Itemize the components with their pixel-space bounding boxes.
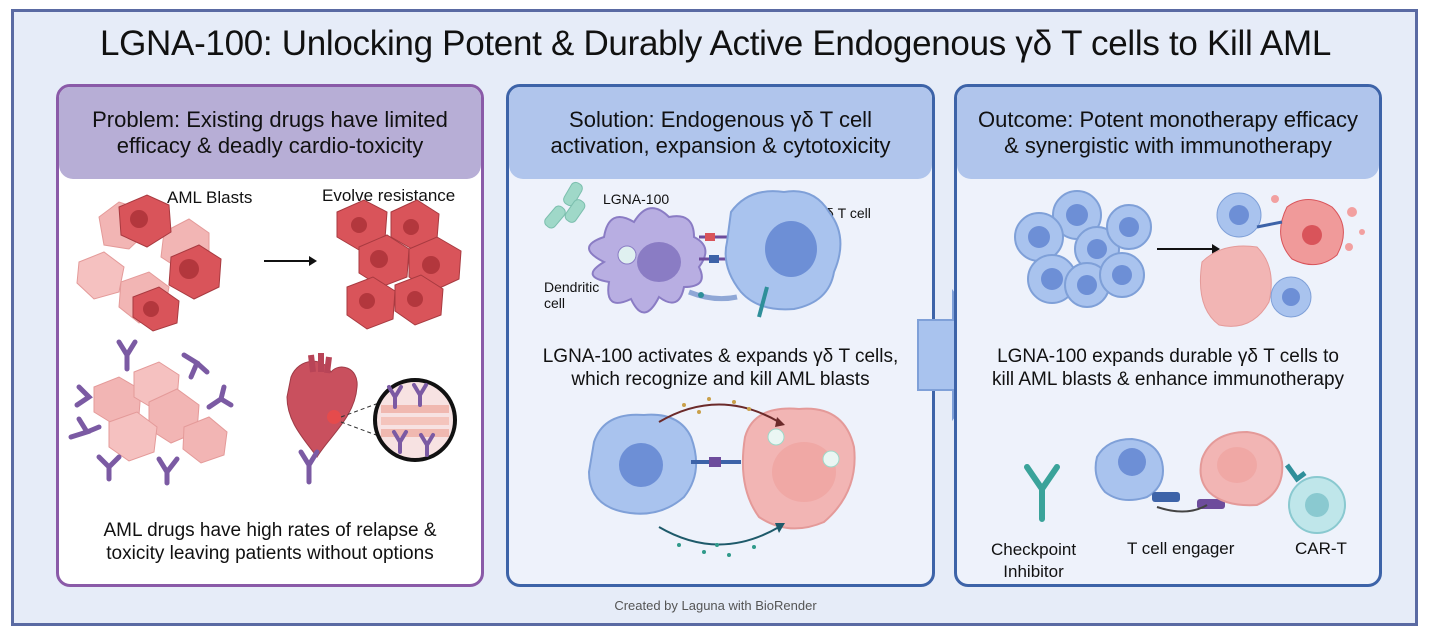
t-cell-engager-icon: [1094, 430, 1284, 513]
tumor-killing-icon: [1199, 192, 1365, 327]
lgna-100-label: LGNA-100: [603, 191, 670, 207]
gd-t-cell-icon: [724, 190, 842, 311]
credit-line: Created by Laguna with BioRender: [614, 598, 817, 613]
car-t-icon: [1284, 463, 1346, 534]
cardiac-tissue-zoom-icon: [373, 378, 457, 462]
aml-blasts-label: AML Blasts: [167, 188, 253, 207]
solution-caption-line1: LGNA-100 activates & expands γδ T cells,: [542, 346, 899, 367]
outcome-illustration: [1014, 190, 1365, 534]
outcome-panel: Outcome: Potent monotherapy efficacy& sy…: [954, 84, 1382, 587]
aml-blasts-cluster-icon: [76, 194, 222, 332]
problem-illustration: [68, 194, 462, 486]
resistant-blasts-cluster-icon: [336, 199, 462, 330]
solution-caption: LGNA-100 activates & expands γδ T cells,…: [509, 345, 932, 391]
problem-caption-line1: AML drugs have high rates of relapse &: [103, 520, 437, 541]
car-t-label: CAR-T: [1295, 539, 1347, 558]
heart-icon: [286, 353, 396, 485]
outcome-caption-line1: LGNA-100 expands durable γδ T cells to: [997, 346, 1339, 367]
solution-header-line1: Solution: Endogenous γδ T cell: [569, 107, 872, 132]
checkpoint-label-line1: Checkpoint: [991, 540, 1077, 559]
outcome-header: Outcome: Potent monotherapy efficacy& sy…: [957, 87, 1379, 179]
solution-caption-line2: which recognize and kill AML blasts: [571, 369, 870, 390]
dendritic-label-line1: Dendritic: [544, 279, 600, 295]
evolve-resistance-label: Evolve resistance: [322, 186, 456, 205]
t-cell-kills-blast-icon: [587, 397, 856, 557]
lgna-100-drug-icon: [544, 181, 586, 229]
antibody-coated-blasts-icon: [68, 339, 234, 486]
problem-caption: AML drugs have high rates of relapse & t…: [59, 519, 481, 565]
outcome-header-line2: & synergistic with immunotherapy: [1004, 133, 1332, 158]
checkpoint-inhibitor-label: Checkpoint Inhibitor: [991, 539, 1076, 583]
right-arrow-icon: [264, 256, 317, 266]
problem-caption-line2: toxicity leaving patients without option…: [106, 543, 434, 564]
checkpoint-label-line2: Inhibitor: [1003, 562, 1064, 581]
checkpoint-inhibitor-icon: [1024, 464, 1060, 522]
figure-title: LGNA-100: Unlocking Potent & Durably Act…: [99, 24, 1332, 63]
outcome-header-line1: Outcome: Potent monotherapy efficacy: [978, 107, 1358, 132]
outcome-caption: LGNA-100 expands durable γδ T cells to k…: [957, 345, 1379, 391]
dendritic-label-line2: cell: [544, 295, 566, 311]
outcome-caption-line2: kill AML blasts & enhance immunotherapy: [991, 369, 1345, 390]
right-arrow-icon: [1157, 244, 1220, 254]
t-cell-nuclei-icon: [1028, 204, 1139, 295]
tcr-receptor-icon: [699, 233, 727, 263]
solution-illustration: [544, 181, 856, 557]
solution-header-line2: activation, expansion & cytotoxicity: [550, 133, 891, 158]
activation-arrow-icon: [688, 286, 769, 318]
t-cell-engager-label: T cell engager: [1127, 539, 1235, 558]
problem-header-line1: Problem: Existing drugs have limited: [92, 107, 448, 132]
dendritic-cell-label: Dendritic cell: [544, 279, 599, 311]
problem-header-line2: efficacy & deadly cardio-toxicity: [116, 133, 424, 158]
dendritic-cell-icon: [588, 207, 707, 314]
